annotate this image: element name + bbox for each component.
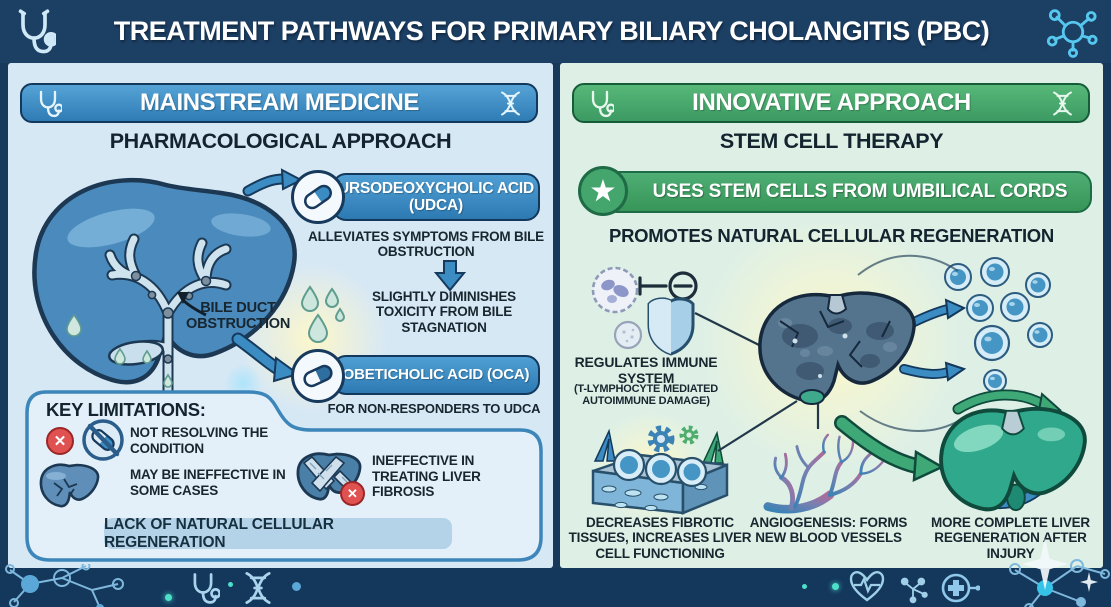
- network-icon: [0, 564, 140, 607]
- glow-dot: [832, 583, 839, 590]
- heart-pulse-icon: [848, 569, 886, 605]
- promotes-regeneration-title: PROMOTES NATURAL CELLULAR REGENERATION: [609, 225, 1054, 246]
- glow-dot: [292, 582, 301, 591]
- shield-icon: [644, 295, 698, 357]
- angiogenesis-label: ANGIOGENESIS: FORMS NEW BLOOD VESSELS: [749, 515, 908, 546]
- t-lymphocyte-icon: [588, 263, 642, 317]
- dna-icon: [240, 570, 276, 606]
- stem-cell-therapy-title: STEM CELL THERAPY: [719, 129, 944, 153]
- innovative-banner: INNOVATIVE APPROACH: [572, 83, 1090, 123]
- stem-cells-icon: [935, 253, 1067, 403]
- umbilical-cords-pill: USES STEM CELLS FROM UMBILICAL CORDS: [602, 171, 1092, 213]
- page-title: TREATMENT PATHWAYS FOR PRIMARY BILIARY C…: [113, 16, 990, 46]
- x-mark-icon: ✕: [340, 481, 365, 506]
- cell-icon: [612, 319, 644, 351]
- bile-droplets-icon: [296, 285, 350, 345]
- diseased-liver-illustration: [16, 163, 311, 398]
- limitation-item: MAY BE INEFFECTIVE IN SOME CASES: [130, 467, 286, 498]
- limitation-item: NOT RESOLVING THE CONDITION: [130, 425, 269, 456]
- regeneration-label: MORE COMPLETE LIVER REGENERATION AFTER I…: [931, 515, 1090, 561]
- star-icon: ★: [578, 166, 628, 216]
- lack-of-regeneration-bar: LACK OF NATURAL CELLULAR REGENERATION: [104, 516, 452, 551]
- udca-label: URSODEOXYCHOLIC ACID (UDCA): [332, 173, 540, 221]
- dna-icon: [1049, 90, 1076, 117]
- footer-strip: [0, 559, 1111, 607]
- pharmacological-approach-title: PHARMACOLOGICAL APPROACH: [109, 129, 452, 153]
- glow-dot: [165, 594, 172, 601]
- medical-plus-icon: [936, 566, 980, 607]
- molecule-icon: [896, 574, 930, 604]
- tissue-regeneration-icon: [585, 423, 735, 518]
- glow-dot: [228, 582, 233, 587]
- mainstream-banner-label: MAINSTREAM MEDICINE: [139, 89, 420, 116]
- stethoscope-icon: [186, 570, 220, 606]
- left-panel-arrows: [177, 168, 467, 383]
- udca-effect-caption: ALLEVIATES SYMPTOMS FROM BILE OBSTRUCTIO…: [308, 229, 544, 260]
- molecule-icon: [1047, 6, 1099, 58]
- innovative-banner-label: INNOVATIVE APPROACH: [692, 89, 971, 116]
- udca-secondary-effect-caption: SLIGHTLY DIMINISHES TOXICITY FROM BILE S…: [372, 289, 516, 335]
- limitation-item: INEFFECTIVE IN TREATING LIVER FIBROSIS: [372, 453, 481, 500]
- immune-sublabel: (T-LYMPHOCYTE MEDIATED AUTOIMMUNE DAMAGE…: [573, 383, 719, 408]
- mainstream-medicine-panel: MAINSTREAM MEDICINE PHARMACOLOGICAL APPR…: [8, 63, 553, 568]
- healthy-liver-icon: [932, 399, 1092, 517]
- umbilical-cords-banner: USES STEM CELLS FROM UMBILICAL CORDS ★: [578, 166, 1094, 216]
- stethoscope-icon: [34, 88, 62, 119]
- stethoscope-icon: [586, 88, 614, 119]
- mainstream-banner: MAINSTREAM MEDICINE: [20, 83, 538, 123]
- blood-vessels-icon: [760, 431, 890, 523]
- fibrosis-benefit-label: DECREASES FIBROTIC TISSUES, INCREASES LI…: [568, 515, 752, 561]
- title-bar: TREATMENT PATHWAYS FOR PRIMARY BILIARY C…: [0, 0, 1111, 63]
- oca-label: OBETICHOLIC ACID (OCA): [332, 355, 540, 395]
- bile-duct-obstruction-label: BILE DUCT OBSTRUCTION: [186, 300, 291, 333]
- immune-label: REGULATES IMMUNE SYSTEM: [574, 354, 718, 386]
- stethoscope-icon: [12, 7, 56, 57]
- no-cure-icon: [80, 417, 126, 463]
- x-mark-icon: ✕: [46, 427, 74, 455]
- damaged-liver-icon: [36, 461, 102, 509]
- capsule-icon: [291, 349, 345, 403]
- umbilical-cords-label: USES STEM CELLS FROM UMBILICAL CORDS: [652, 181, 1068, 202]
- inhibition-icon: [638, 269, 702, 303]
- glow-dot: [802, 584, 807, 589]
- innovative-approach-panel: INNOVATIVE APPROACH STEM CELL THERAPY US…: [560, 63, 1103, 568]
- key-limitations-title: KEY LIMITATIONS:: [46, 399, 206, 420]
- fibrotic-liver-illustration: [750, 281, 925, 411]
- oca-note-caption: FOR NON-RESPONDERS TO UDCA: [327, 401, 541, 416]
- capsule-icon: [291, 170, 345, 224]
- dna-icon: [497, 90, 524, 117]
